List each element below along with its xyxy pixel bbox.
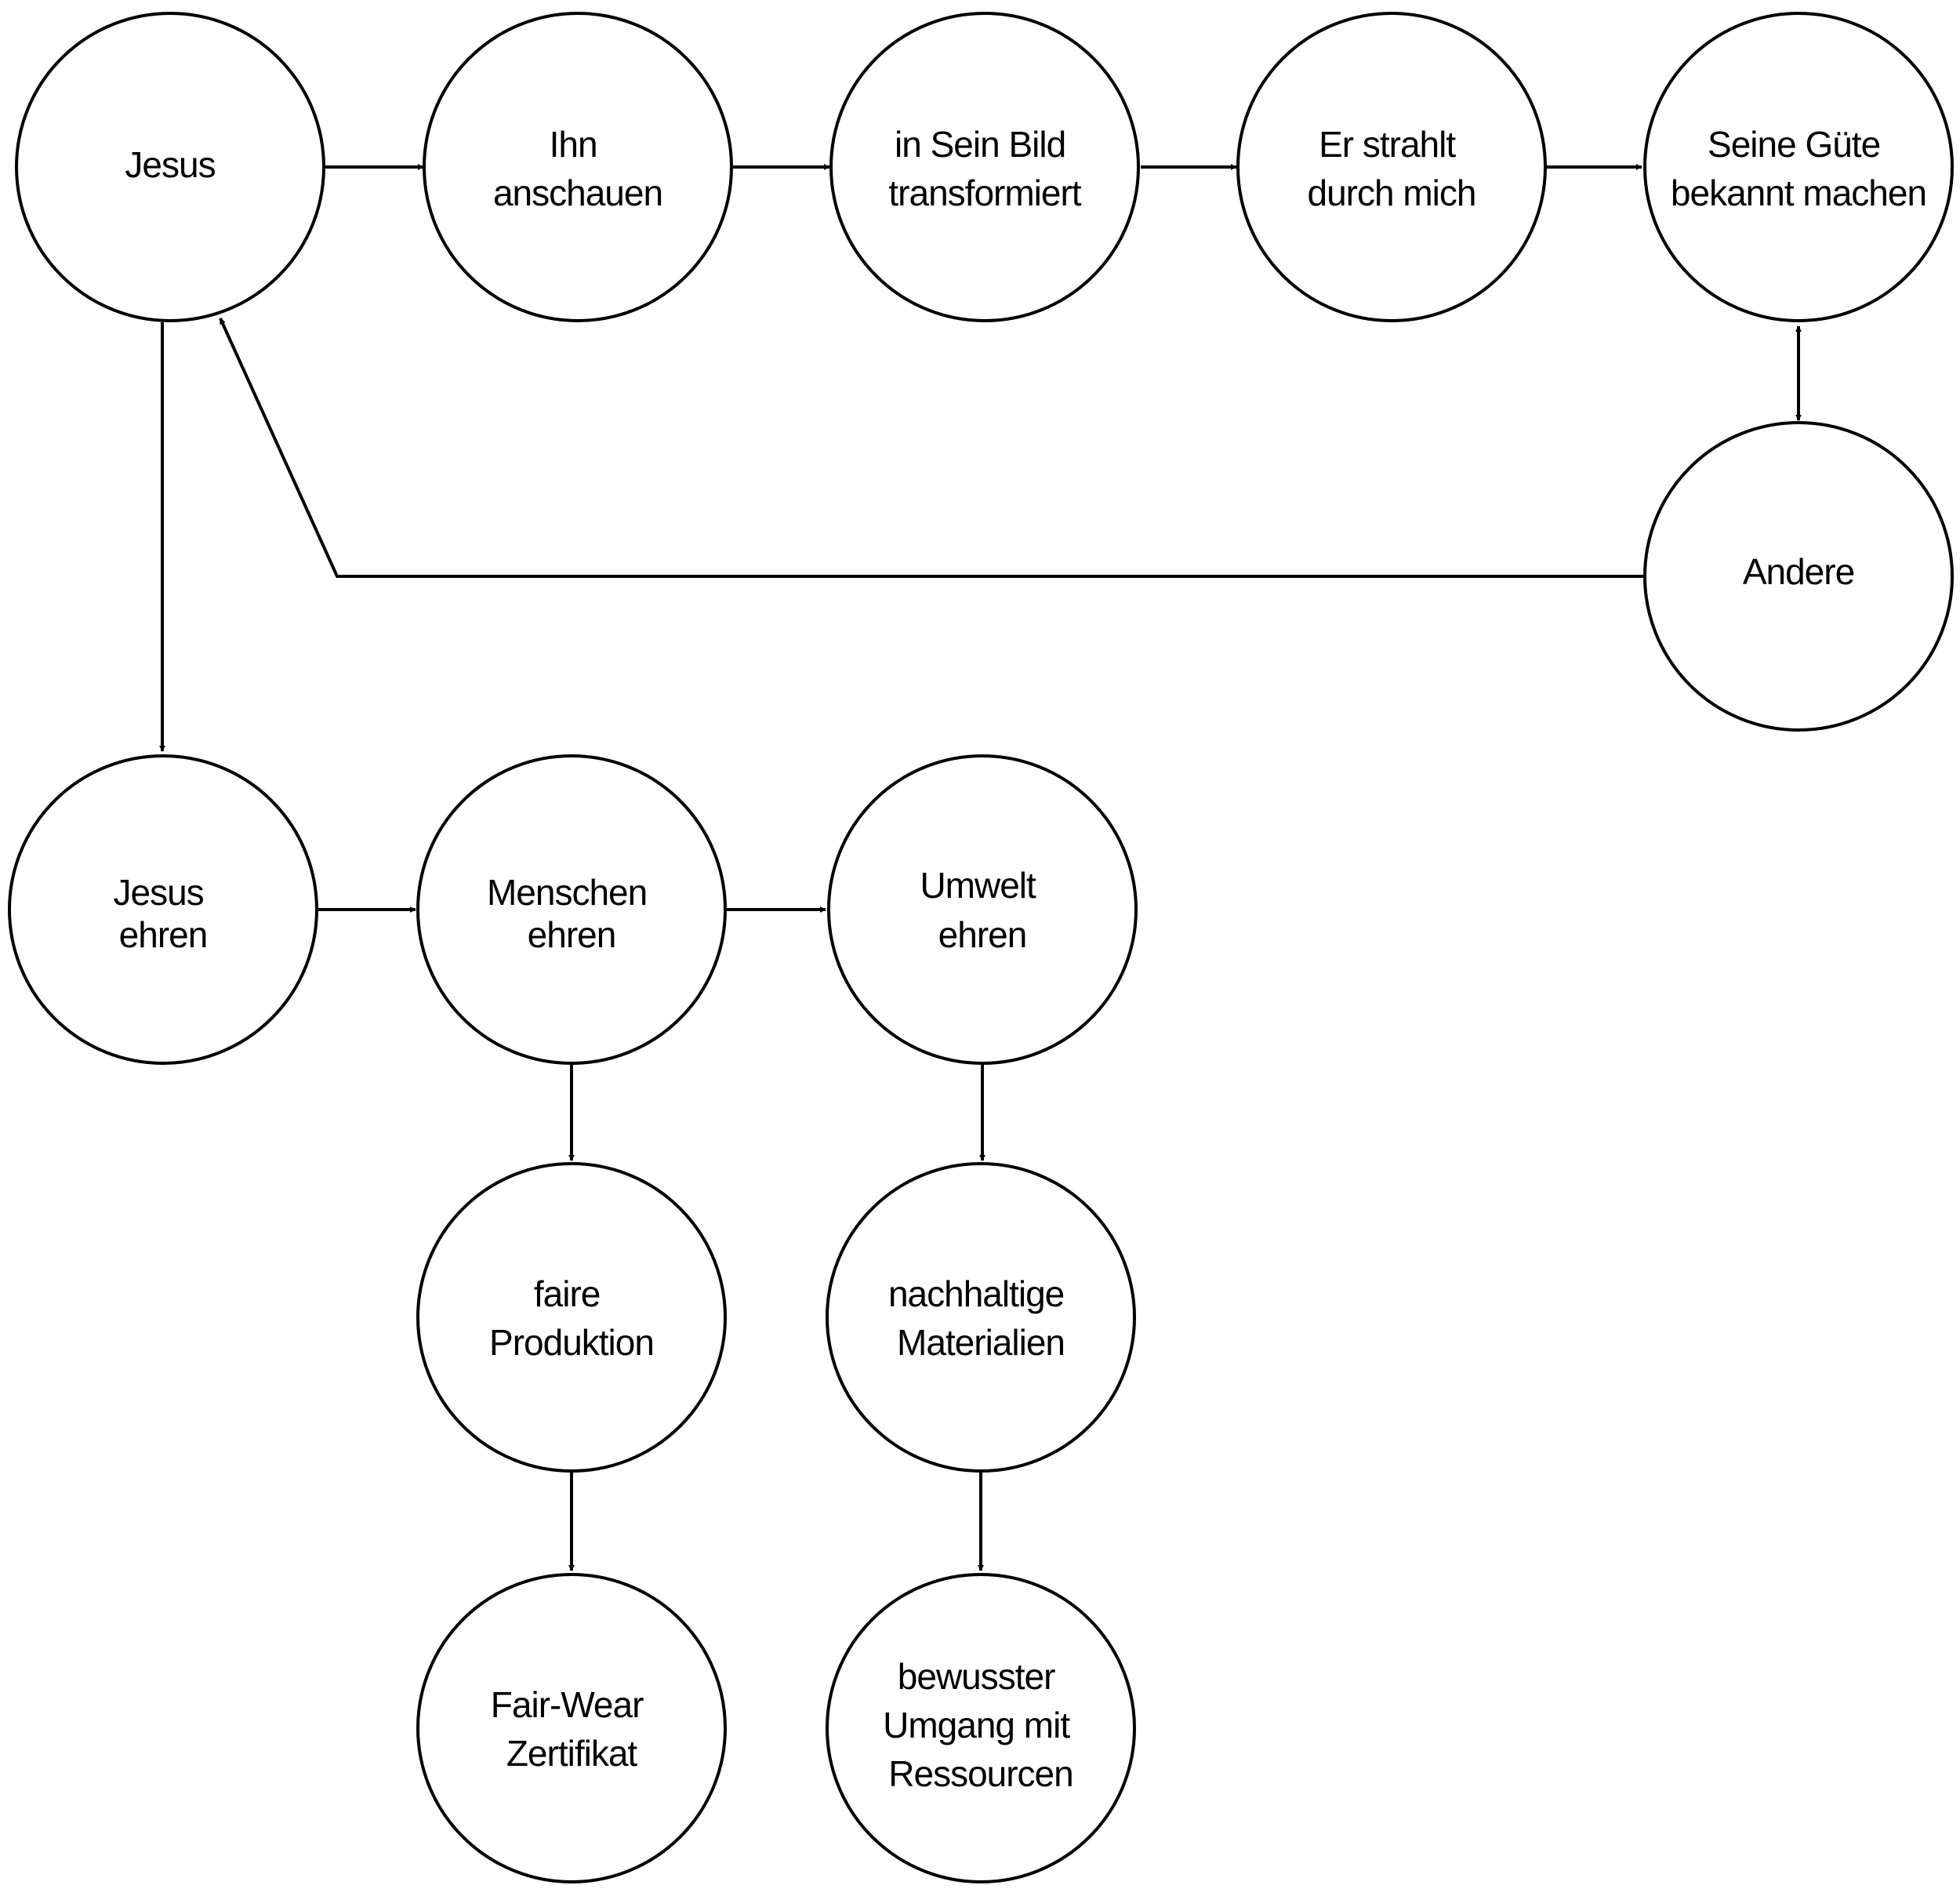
node-label-line: Fair-Wear [491, 1684, 644, 1725]
node-label-line: Materialien [897, 1322, 1065, 1363]
node-label: in Sein Bild transformiert [888, 124, 1081, 213]
node-circle [416, 754, 727, 1065]
node-label-line: Seine Güte [1708, 124, 1880, 165]
node-umwelt-ehren: Umwelt ehren [827, 754, 1138, 1065]
node-label: Er strahlt durch mich [1308, 124, 1476, 213]
node-label: Andere [1743, 551, 1854, 592]
node-circle [1236, 12, 1547, 322]
node-circle [826, 1573, 1136, 1883]
node-label: Ihn anschauen [493, 124, 662, 213]
node-ihn-anschauen: Ihn anschauen [423, 12, 733, 322]
node-label: Fair-Wear Zertifikat [491, 1684, 652, 1774]
node-fair-wear: Fair-Wear Zertifikat [416, 1573, 727, 1883]
node-label-line: faire [534, 1273, 600, 1314]
node-label-line: bekannt machen [1671, 173, 1926, 213]
node-label-line: nachhaltige [888, 1273, 1064, 1314]
node-label-line: Er strahlt [1319, 124, 1456, 165]
node-label: Jesus ehren [114, 872, 213, 955]
nodes: Jesus Ihn anschauen in Sein Bild transfo… [8, 12, 1954, 1883]
node-label-line: Umwelt [920, 865, 1036, 906]
node-label-line: in Sein Bild [895, 124, 1065, 165]
node-faire-produktion: faire Produktion [416, 1162, 727, 1473]
node-label-line: ehren [119, 914, 208, 955]
node-label: Menschen ehren [487, 872, 656, 955]
node-label-line: Produktion [489, 1322, 654, 1363]
node-label: faire Produktion [489, 1273, 654, 1363]
node-label-line: bewusster [898, 1656, 1055, 1697]
node-ressourcen: bewusster Umgang mit Ressourcen [826, 1573, 1136, 1883]
node-label-line: Ihn [550, 124, 597, 165]
node-label-line: transformiert [888, 173, 1081, 213]
node-circle [1643, 421, 1954, 732]
node-label-line: anschauen [493, 173, 662, 213]
node-circle [1643, 12, 1954, 322]
node-jesus: Jesus [15, 12, 325, 322]
node-sein-bild: in Sein Bild transformiert [829, 12, 1140, 322]
node-label-line: durch mich [1308, 173, 1476, 213]
node-label-line: Ressourcen [888, 1753, 1073, 1794]
node-nachhaltige-materialien: nachhaltige Materialien [826, 1162, 1136, 1473]
node-label-line: Jesus [114, 872, 204, 913]
node-er-strahlt: Er strahlt durch mich [1236, 12, 1547, 322]
node-label-line: Umgang mit [883, 1705, 1070, 1745]
node-jesus-ehren: Jesus ehren [8, 754, 318, 1065]
edges [159, 164, 1802, 1571]
node-label-line: Andere [1743, 551, 1854, 592]
node-label: Seine Güte bekannt machen [1671, 124, 1926, 213]
node-label: bewusster Umgang mit Ressourcen [883, 1656, 1079, 1794]
node-seine-guete: Seine Güte bekannt machen [1643, 12, 1954, 322]
node-circle [15, 12, 325, 322]
node-label-line: Jesus [125, 144, 215, 185]
node-circle [826, 1162, 1136, 1473]
node-circle [416, 1573, 727, 1883]
node-label: nachhaltige Materialien [888, 1273, 1073, 1363]
node-label-line: ehren [528, 914, 616, 955]
node-label: Umwelt ehren [920, 865, 1044, 955]
node-label-line: Menschen [487, 872, 647, 913]
node-circle [827, 754, 1138, 1065]
node-label-line: Zertifikat [506, 1733, 638, 1774]
edge-andere-to-jesus [219, 318, 1643, 578]
node-circle [416, 1162, 727, 1473]
node-circle [8, 754, 318, 1065]
node-menschen-ehren: Menschen ehren [416, 754, 727, 1065]
node-label-line: ehren [938, 914, 1027, 955]
node-circle [423, 12, 733, 322]
node-circle [829, 12, 1140, 322]
node-label: Jesus [125, 144, 215, 185]
node-andere: Andere [1643, 421, 1954, 732]
